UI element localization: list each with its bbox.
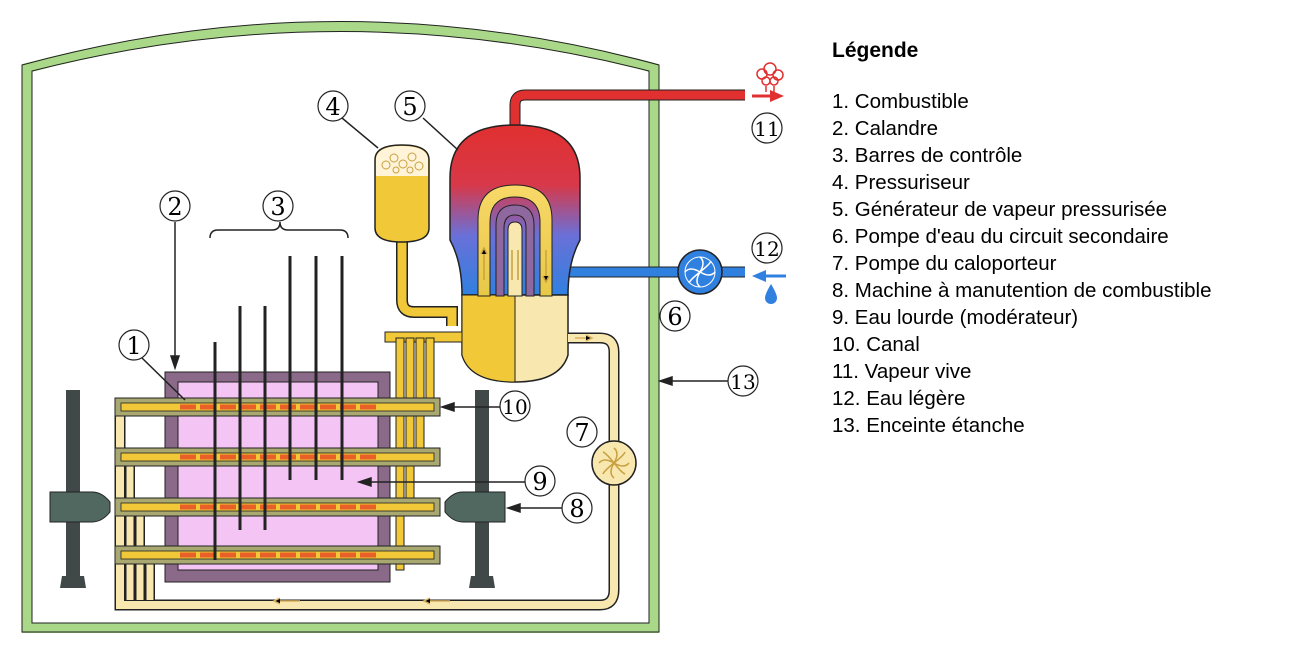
fuel-handling-machine-left xyxy=(49,390,111,588)
steam-cloud-icon xyxy=(756,62,784,92)
svg-text:5: 5 xyxy=(402,93,417,121)
callout-8: 8 xyxy=(561,492,593,524)
svg-text:4: 4 xyxy=(325,93,340,121)
svg-text:11: 11 xyxy=(754,117,779,141)
callout-11: 11 xyxy=(751,112,783,144)
legend-item: 12. Eau légère xyxy=(832,387,966,410)
water-drop-icon xyxy=(765,284,777,304)
callout-7: 7 xyxy=(566,416,598,448)
legend-item: 2. Calandre xyxy=(832,117,938,140)
callout-10: 10 xyxy=(499,390,531,422)
control-rods xyxy=(213,256,344,560)
legend-item: 1. Combustible xyxy=(832,90,969,113)
legend-item: 5. Générateur de vapeur pressurisée xyxy=(832,198,1168,221)
svg-text:10: 10 xyxy=(502,395,527,419)
callout-9: 9 xyxy=(524,465,556,497)
coolant-pump xyxy=(591,440,637,486)
candu-reactor-diagram: 1 2 3 4 5 6 7 8 9 10 11 12 xyxy=(21,21,786,633)
svg-text:7: 7 xyxy=(574,419,589,447)
callout-12: 12 xyxy=(751,232,783,264)
svg-text:12: 12 xyxy=(754,237,779,261)
feedwater-pump xyxy=(677,249,723,295)
svg-text:3: 3 xyxy=(270,193,285,221)
svg-text:2: 2 xyxy=(167,193,182,221)
steam-generator xyxy=(449,124,581,383)
svg-text:13: 13 xyxy=(730,370,755,394)
callout-2: 2 xyxy=(159,190,191,222)
legend-item: 9. Eau lourde (modérateur) xyxy=(832,306,1079,329)
callout-4: 4 xyxy=(317,90,349,122)
fuel-channels xyxy=(114,397,441,565)
callout-6: 6 xyxy=(659,300,691,332)
legend-item: 13. Enceinte étanche xyxy=(832,414,1025,437)
callout-1: 1 xyxy=(118,329,150,361)
control-rods-bracket xyxy=(209,221,349,239)
legend-title: Légende xyxy=(832,39,919,62)
legend-item: 3. Barres de contrôle xyxy=(832,144,1023,167)
legend: Légende 1. Combustible 2. Calandre 3. Ba… xyxy=(832,38,1302,439)
coolant-return-loop xyxy=(114,332,620,611)
svg-text:6: 6 xyxy=(667,303,682,331)
svg-text:9: 9 xyxy=(532,468,547,496)
svg-text:8: 8 xyxy=(569,495,584,523)
pressurizer xyxy=(374,144,458,326)
legend-item: 4. Pressuriseur xyxy=(832,171,970,194)
callout-5: 5 xyxy=(394,90,426,122)
callout-3: 3 xyxy=(262,190,294,222)
legend-item: 8. Machine à manutention de combustible xyxy=(832,279,1212,302)
legend-list: 1. Combustible 2. Calandre 3. Barres de … xyxy=(832,88,1302,439)
legend-item: 7. Pompe du caloporteur xyxy=(832,252,1057,275)
svg-text:1: 1 xyxy=(126,332,141,360)
fuel-handling-machine-right xyxy=(444,390,506,588)
legend-item: 6. Pompe d'eau du circuit secondaire xyxy=(832,225,1169,248)
legend-item: 11. Vapeur vive xyxy=(832,360,972,383)
callout-13: 13 xyxy=(727,365,759,397)
legend-item: 10. Canal xyxy=(832,333,920,356)
